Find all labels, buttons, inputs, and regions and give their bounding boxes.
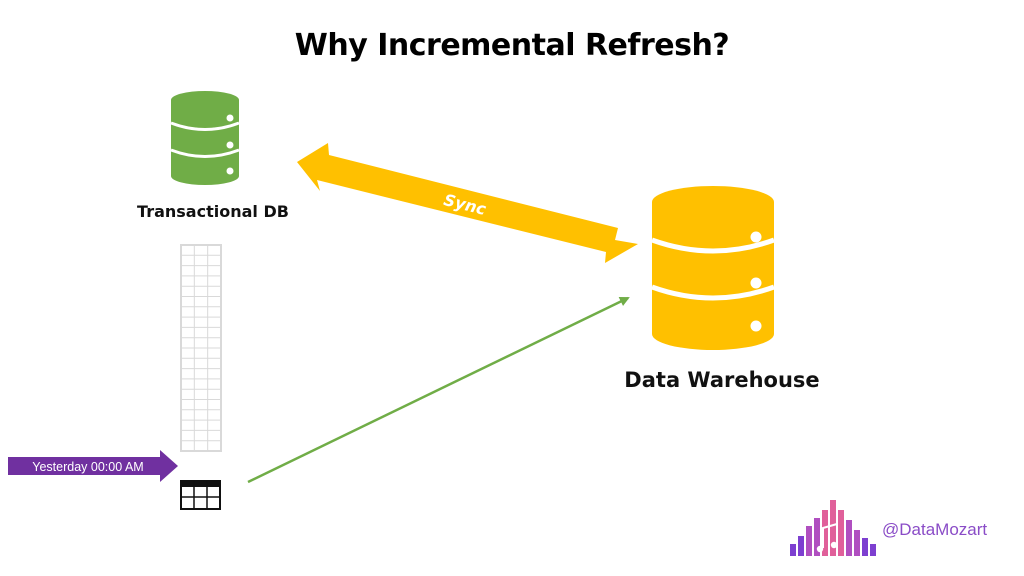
logo-bar: [846, 520, 852, 556]
logo-bar: [790, 544, 796, 556]
transactional-db-icon: [170, 91, 240, 185]
author-handle: @DataMozart: [882, 520, 988, 539]
historical-rows-table: [180, 244, 222, 452]
datamozart-logo: [790, 500, 876, 556]
logo-bar: [862, 538, 868, 556]
new-rows-table-icon: [180, 480, 221, 510]
cutoff-marker-arrow: Yesterday 00:00 AM: [8, 450, 178, 482]
transactional-db-label: Transactional DB: [137, 202, 289, 221]
data-warehouse-label: Data Warehouse: [624, 368, 820, 392]
page-title: Why Incremental Refresh?: [294, 28, 730, 63]
data-warehouse-icon: [651, 186, 775, 350]
logo-bar: [798, 536, 804, 556]
logo-bar: [838, 510, 844, 556]
logo-bar: [870, 544, 876, 556]
sync-arrow: Sync: [297, 143, 638, 263]
music-note-head: [830, 541, 838, 549]
cutoff-marker-label: Yesterday 00:00 AM: [32, 460, 143, 474]
logo-bar: [854, 530, 860, 556]
incremental-load-arrow: [247, 296, 630, 484]
music-note-head: [816, 545, 824, 553]
logo-bar: [830, 500, 836, 556]
music-note-icon: [822, 522, 838, 548]
logo-bar: [822, 510, 828, 556]
logo-bar: [814, 518, 820, 556]
logo-bar: [806, 526, 812, 556]
